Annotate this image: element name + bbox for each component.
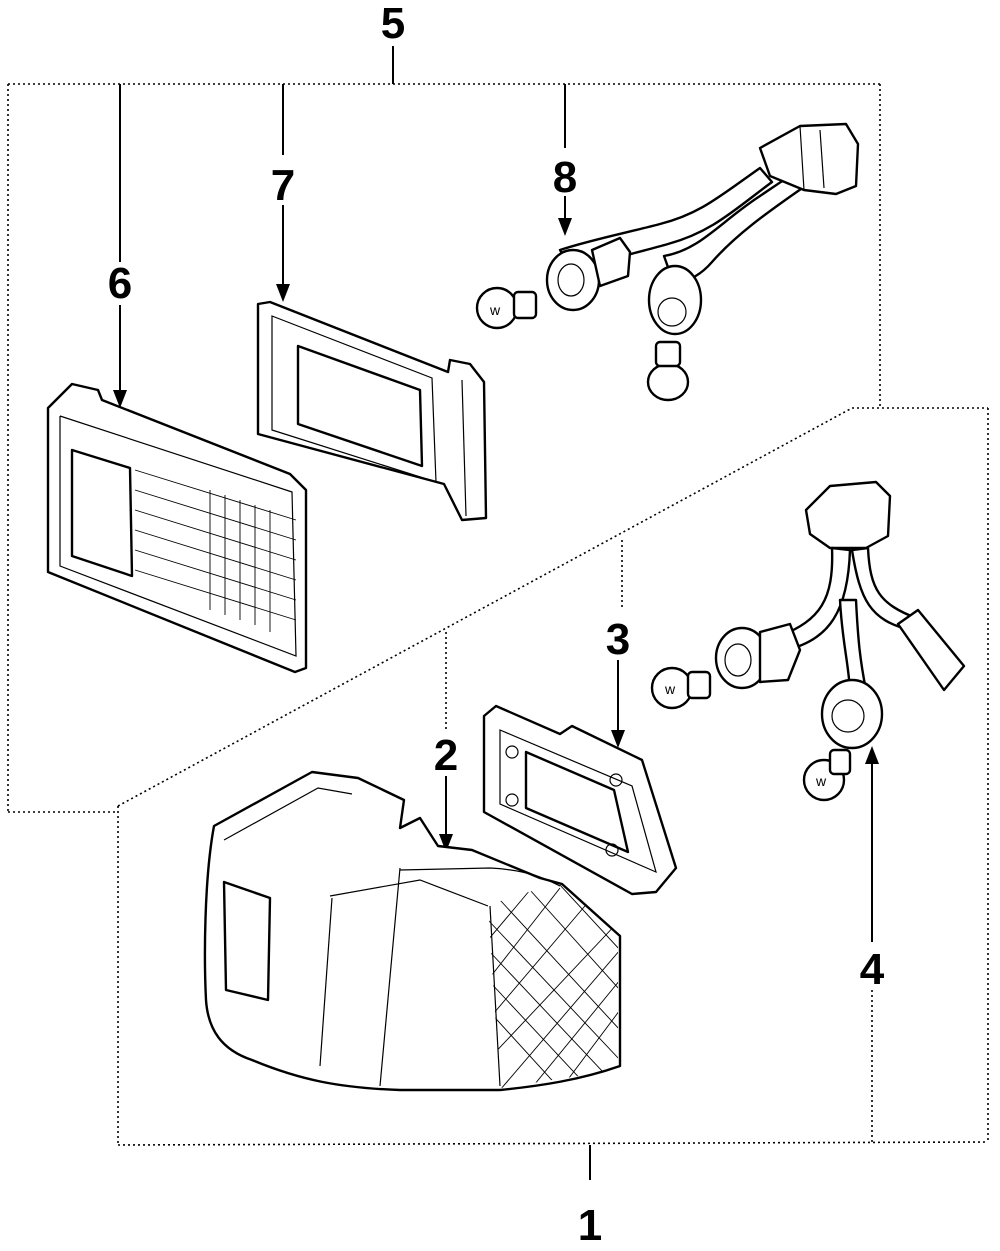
callout-6: 6 xyxy=(108,259,132,308)
bulb-lower-bottom[interactable]: w xyxy=(802,748,852,802)
svg-text:w: w xyxy=(664,681,676,697)
assembly-1-bracket xyxy=(117,407,989,1180)
leader-lines xyxy=(113,84,879,1142)
bulb-lower-left[interactable]: w xyxy=(650,666,712,710)
tail-lamp-assembly[interactable] xyxy=(203,770,622,1100)
amber-corner-lens xyxy=(488,884,618,1088)
callout-7: 7 xyxy=(271,161,295,210)
assembly-5-bracket xyxy=(7,46,881,813)
callout-labels: 5 6 7 8 3 2 4 1 xyxy=(108,0,885,1250)
callout-3: 3 xyxy=(606,615,630,664)
svg-text:w: w xyxy=(815,773,827,789)
socket-and-wire-upper[interactable] xyxy=(545,122,860,336)
callout-5: 5 xyxy=(381,0,405,48)
bulb-upper-bottom[interactable] xyxy=(646,340,690,402)
callout-2: 2 xyxy=(434,731,458,780)
svg-text:w: w xyxy=(489,302,501,318)
callout-1: 1 xyxy=(578,1201,602,1250)
lens-gasket-lower[interactable] xyxy=(482,704,678,896)
bulb-upper-left[interactable]: w xyxy=(475,286,538,330)
backup-lens[interactable] xyxy=(46,382,308,674)
callout-8: 8 xyxy=(553,153,577,202)
lens-gasket-upper[interactable] xyxy=(256,300,488,522)
socket-and-wire-lower[interactable] xyxy=(714,480,966,750)
callout-4: 4 xyxy=(860,945,885,994)
